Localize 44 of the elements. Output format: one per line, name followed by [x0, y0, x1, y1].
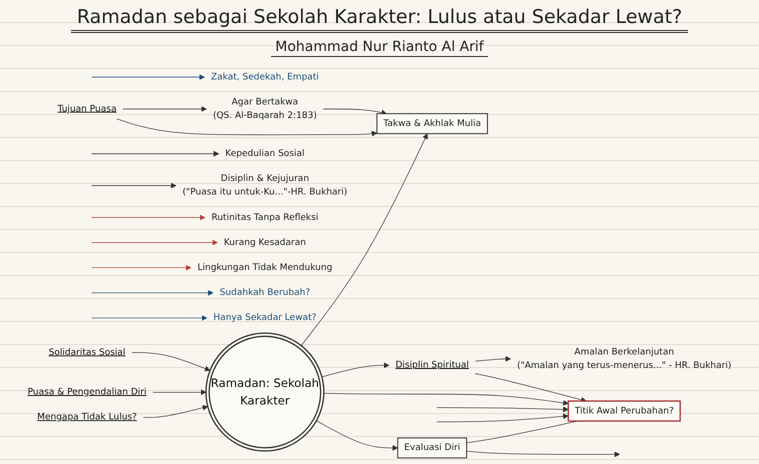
node-text: Disiplin & Kejujuran ("Puasa itu untuk-Ku..."-HR. Bukhari) — [182, 173, 348, 198]
node-box: Titik Awal Perubahan? — [568, 400, 681, 422]
node-text: Solidaritas Sosial — [48, 347, 126, 358]
node-text: Kepedulian Sosial — [225, 148, 305, 159]
node-circle: Ramadan: Sekolah Karakter — [205, 332, 324, 452]
arrow — [475, 356, 511, 362]
node-text: Sudahkah Berubah? — [220, 287, 310, 298]
arrow — [91, 315, 208, 321]
arrow — [316, 420, 398, 451]
node-text: Hanya Sekadar Lewat? — [213, 312, 316, 323]
node-text: Tujuan Puasa — [58, 104, 116, 114]
arrow — [91, 150, 220, 157]
arrow — [466, 450, 620, 458]
diagram-title: Ramadan sebagai Sekolah Karakter: Lulus atau Sekadar Lewat? — [70, 6, 688, 33]
arrow — [300, 133, 428, 346]
arrow — [122, 106, 207, 112]
node-text: Puasa & Pengendalian Diri — [28, 386, 146, 398]
node-text: Kurang Kesadaran — [224, 237, 306, 248]
author-name: Mohammad Nur Rianto Al Arif — [271, 39, 488, 57]
arrow — [436, 413, 569, 422]
arrow — [91, 214, 206, 220]
node-text: Rutinitas Tanpa Refleksi — [211, 212, 318, 222]
arrow — [152, 389, 206, 396]
arrow — [91, 74, 205, 80]
arrow — [91, 290, 214, 296]
arrow — [143, 405, 208, 418]
node-text: Lingkungan Tidak Mendukung — [198, 262, 332, 273]
node-text: Amalan Berkelanjutan ("Amalan yang terus-menerus..." - HR. Bukhari) — [517, 346, 732, 370]
arrow — [116, 118, 378, 136]
node-text: Zakat, Sedekah, Empati — [210, 72, 319, 82]
arrow — [323, 108, 387, 116]
arrow — [436, 406, 569, 412]
node-text: Mengapa Tidak Lulus? — [37, 412, 137, 422]
arrow — [91, 182, 176, 188]
node-box: Takwa & Akhlak Mulia — [376, 113, 488, 134]
arrow — [322, 362, 390, 378]
arrow — [475, 373, 586, 402]
node-text: Agar Bertakwa (QS. Al-Baqarah 2:183) — [212, 96, 317, 121]
node-text: Disiplin Spiritual — [395, 360, 469, 370]
arrow — [91, 264, 192, 271]
arrow — [324, 392, 569, 406]
arrow — [132, 352, 210, 372]
node-box: Evaluasi Diri — [397, 437, 468, 458]
arrow — [91, 240, 218, 246]
